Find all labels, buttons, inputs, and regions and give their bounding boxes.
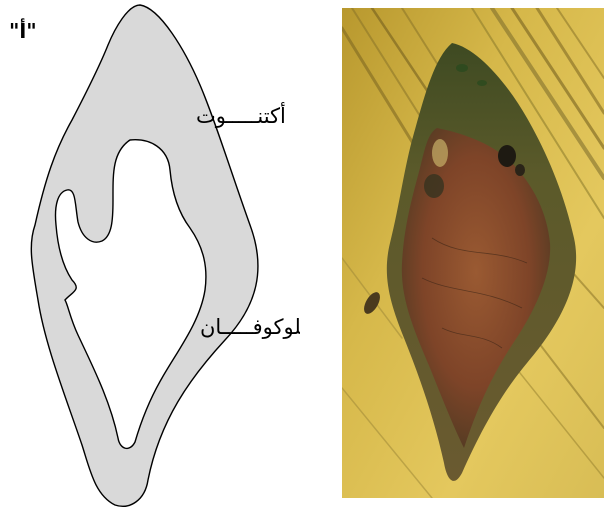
inner-label-glaucophane: كلوكوفـــــان: [200, 315, 300, 339]
crystal-diagram: أكتنـــــوت كلوكوفـــــان: [0, 0, 300, 518]
thin-section-micrograph: [342, 8, 604, 498]
outer-label-actinolite: أكتنـــــوت: [196, 102, 286, 128]
